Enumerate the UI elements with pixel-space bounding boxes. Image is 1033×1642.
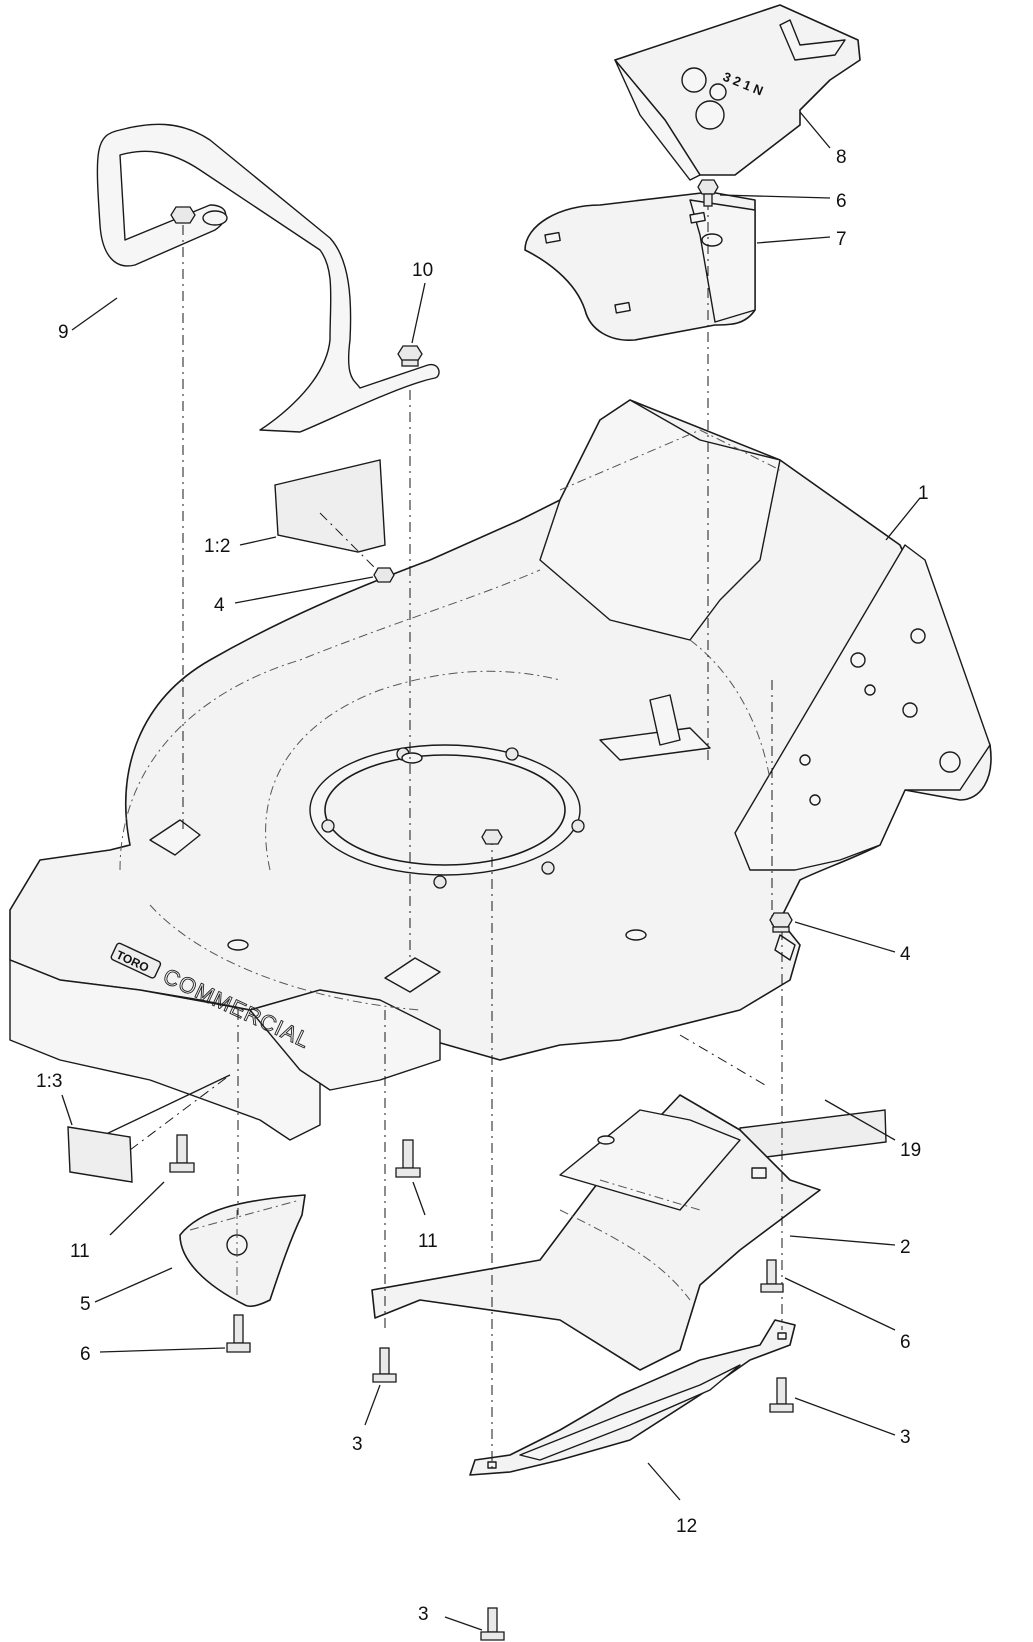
bolt-6-upper: [697, 179, 719, 207]
bolt-3-left: [372, 1347, 397, 1383]
bumper-bar: [96, 123, 440, 433]
callout-11-left: 11: [70, 1241, 90, 1262]
callout-4-lower: 4: [900, 944, 911, 965]
callout-3-right: 3: [900, 1427, 911, 1448]
nut-4-lower: [769, 912, 793, 933]
nut-10: [397, 345, 423, 367]
mulch-plug: [371, 1094, 821, 1371]
callout-6-left: 6: [80, 1344, 91, 1365]
callout-2: 2: [900, 1237, 911, 1258]
callout-7: 7: [836, 229, 847, 250]
bolt-11-right: [395, 1139, 421, 1178]
callout-1-3: 1:3: [36, 1071, 62, 1092]
callout-6-top: 6: [836, 191, 847, 212]
cutting-blade: [469, 1319, 796, 1476]
callout-10: 10: [412, 260, 433, 281]
assembly-centerlines: [129, 200, 783, 1470]
callout-3-left: 3: [352, 1434, 363, 1455]
callout-11-right: 11: [418, 1231, 438, 1252]
nut-bumper: [170, 206, 196, 224]
speed-control-panel: 3 2 1 N: [614, 4, 861, 181]
bolt-11-left: [169, 1134, 195, 1173]
decal-1-2: [274, 459, 386, 553]
toro-badge: [110, 942, 162, 979]
bolt-3-bottom: [480, 1607, 505, 1641]
nut-center: [481, 829, 503, 845]
nut-4-upper: [373, 567, 395, 583]
shift-cover: [524, 191, 756, 341]
callout-19: 19: [900, 1140, 921, 1161]
callout-6-mid: 6: [900, 1332, 911, 1353]
callout-12: 12: [676, 1516, 697, 1537]
hardware: [169, 179, 794, 1641]
callouts: 9 10 8 6 7 1 1:2 4 4 1:3 19 11 11 2 5 6 …: [36, 147, 929, 1625]
leader-1-3-housing: [99, 1074, 231, 1138]
bolt-3-right: [769, 1377, 794, 1413]
callout-9: 9: [58, 322, 69, 343]
callout-1: 1: [918, 483, 929, 504]
bolt-6-lower-right: [760, 1259, 784, 1293]
deck-housing: TORO COMMERCIAL: [9, 399, 992, 1141]
callout-5: 5: [80, 1294, 91, 1315]
rear-baffle: [179, 1194, 306, 1307]
leader-lines: [61, 111, 921, 1631]
callout-3-bottom: 3: [418, 1604, 429, 1625]
bolt-6-lower-left: [226, 1314, 251, 1353]
callout-4-upper: 4: [214, 595, 225, 616]
decal-1-3: [67, 1126, 133, 1183]
callout-1-2: 1:2: [204, 536, 230, 557]
side-plate-details: [799, 628, 961, 806]
callout-8: 8: [836, 147, 847, 168]
